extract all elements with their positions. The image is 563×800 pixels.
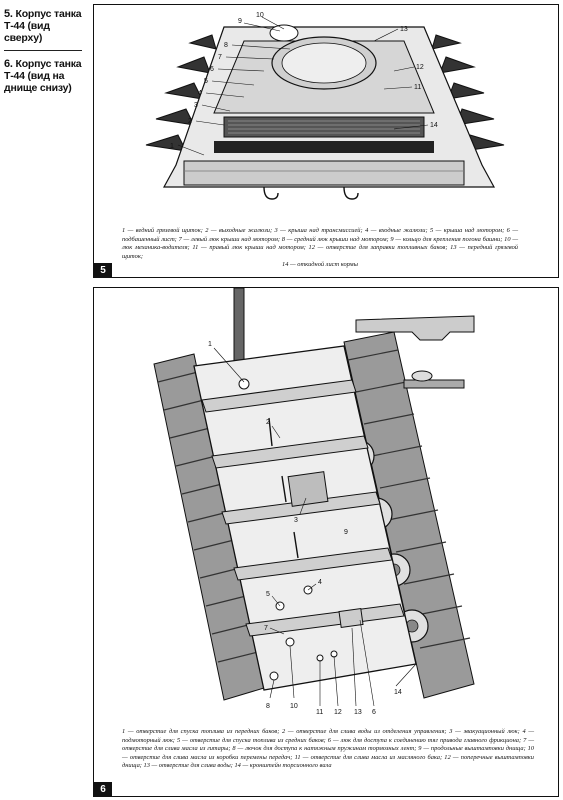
callout-6-14: 14 (394, 689, 402, 696)
callout-5-4: 4 (198, 90, 202, 97)
callout-5-6: 6 (210, 66, 214, 73)
caption-figure-6: 6. Корпус танка Т-44 (вид на днище снизу… (4, 58, 84, 94)
figure-6-legend: 1 — отверстие для спуска топлива из пере… (122, 728, 534, 771)
callout-5-13: 13 (400, 26, 408, 33)
callout-5-2: 2 (188, 118, 192, 125)
figure-6-legend-text: 1 — отверстие для спуска топлива из пере… (122, 728, 534, 770)
figure-5-legend: 1 — ведний грязевой щиток; 2 — выходные … (122, 227, 518, 270)
callout-5-9: 9 (238, 18, 242, 25)
callout-6-8: 8 (266, 703, 270, 710)
figure-5-legend-text: 1 — ведний грязевой щиток; 2 — выходные … (122, 227, 518, 260)
figure-5-legend-last: 14 — откидной лист кормы (282, 261, 358, 269)
figure-6-badge: 6 (94, 782, 112, 796)
callout-5-10: 10 (256, 12, 264, 19)
figure-6-panel: 1 2 3 4 5 7 8 10 11 12 13 6 14 9 1 — отв… (93, 287, 559, 797)
callout-6-6: 6 (372, 709, 376, 716)
caption-divider (4, 50, 82, 51)
callout-6-2: 2 (266, 419, 270, 426)
callout-6-1: 1 (208, 341, 212, 348)
callout-5-5: 5 (204, 78, 208, 85)
callout-6-9: 9 (344, 529, 348, 536)
callout-5-11: 11 (414, 84, 421, 91)
callout-5-7: 7 (218, 54, 222, 61)
callout-6-3: 3 (294, 517, 298, 524)
callout-5-3: 3 (194, 102, 198, 109)
callout-6-4: 4 (318, 579, 322, 586)
tank-hull-bottom-view-drawing: 1 2 3 4 5 7 8 10 11 12 13 6 14 9 (153, 288, 475, 716)
callout-6-5: 5 (266, 591, 270, 598)
caption-6-number: 6. (4, 58, 13, 70)
callout-5-8: 8 (224, 42, 228, 49)
callout-6-13: 13 (354, 709, 362, 716)
callout-6-10: 10 (290, 703, 298, 710)
figure-5-panel: 1 2 3 4 5 6 7 8 9 10 11 12 13 14 1 — вед… (93, 4, 559, 278)
callout-6-7: 7 (264, 625, 268, 632)
callout-6-12: 12 (334, 709, 342, 716)
caption-column: 5. Корпус танка Т-44 (вид сверху) 6. Кор… (0, 0, 88, 800)
callout-5-14: 14 (430, 122, 438, 129)
caption-5-number: 5. (4, 8, 13, 20)
figure-5-badge: 5 (94, 263, 112, 277)
callout-5-12: 12 (416, 64, 424, 71)
callout-6-11: 11 (316, 709, 323, 716)
tank-hull-top-view-drawing: 1 2 3 4 5 6 7 8 9 10 11 12 13 14 (145, 12, 505, 200)
caption-figure-5: 5. Корпус танка Т-44 (вид сверху) (4, 8, 84, 44)
caption-5-title: Корпус танка Т-44 (вид сверху) (4, 8, 82, 44)
callout-5-1: 1 (170, 143, 174, 150)
caption-6-title: Корпус танка Т-44 (вид на днище снизу) (4, 58, 82, 94)
